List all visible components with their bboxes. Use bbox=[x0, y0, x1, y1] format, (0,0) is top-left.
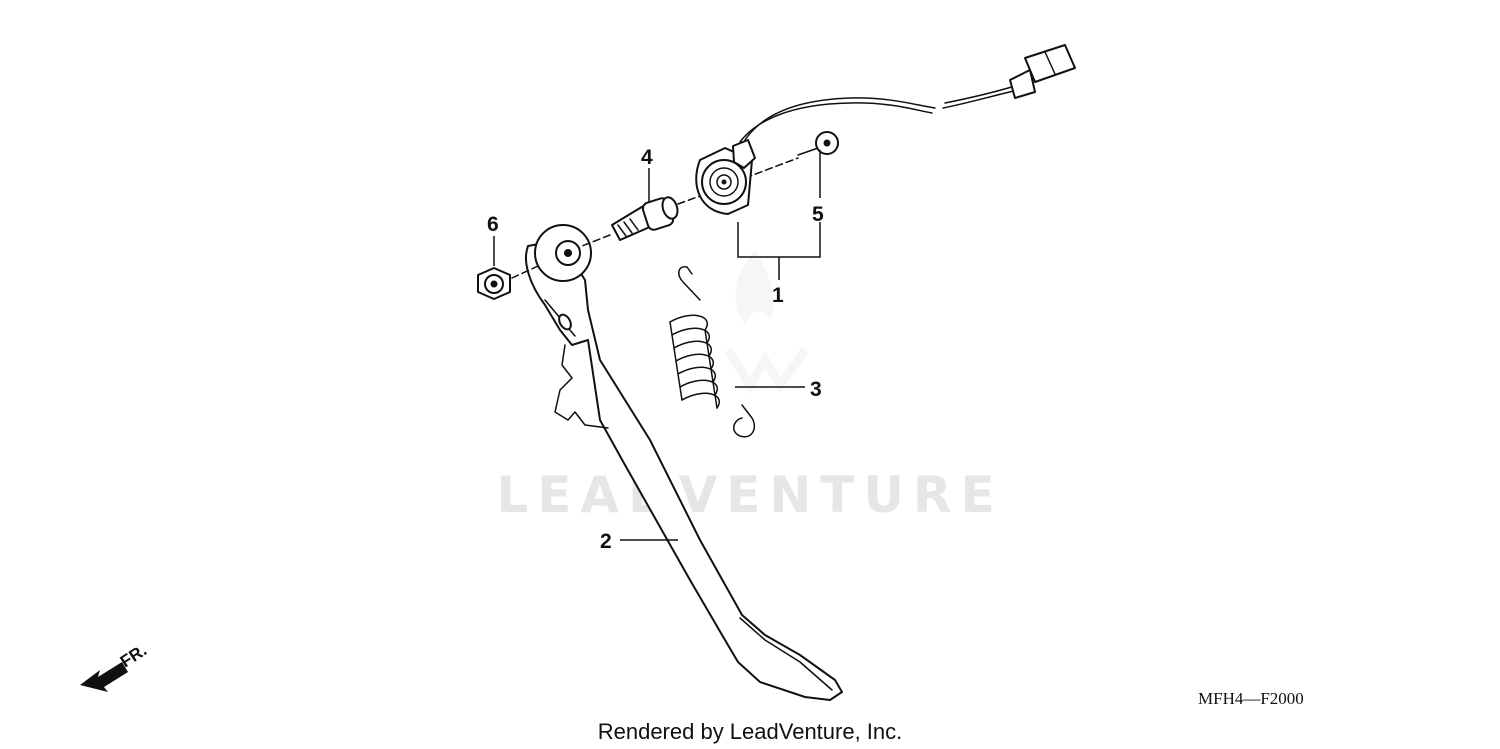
assembly-line-screw bbox=[744, 157, 799, 179]
nut[interactable] bbox=[477, 267, 511, 300]
watermark-text: LEADVENTURE bbox=[496, 466, 1003, 524]
pivot-bolt[interactable] bbox=[611, 195, 680, 241]
callout-5: 5 bbox=[812, 203, 824, 226]
watermark-logo bbox=[724, 250, 809, 394]
callout-6: 6 bbox=[487, 213, 499, 236]
assembly-line-nut bbox=[511, 265, 539, 279]
switch-wire bbox=[739, 85, 1016, 143]
front-arrow-icon: FR. bbox=[80, 641, 150, 692]
callout-1: 1 bbox=[772, 284, 784, 307]
switch-screw[interactable] bbox=[797, 131, 839, 156]
leader-1 bbox=[737, 222, 821, 280]
diagram-code: MFH4—F2000 bbox=[1198, 689, 1304, 708]
side-stand-switch[interactable] bbox=[695, 139, 756, 215]
callout-3: 3 bbox=[810, 378, 822, 401]
callout-4: 4 bbox=[641, 146, 653, 169]
callout-2: 2 bbox=[600, 530, 612, 553]
credit-text: Rendered by LeadVenture, Inc. bbox=[598, 719, 903, 744]
return-spring[interactable] bbox=[669, 266, 756, 438]
assembly-line-bolt bbox=[581, 234, 611, 247]
assembly-line-switch bbox=[677, 195, 701, 205]
side-stand[interactable] bbox=[524, 224, 843, 701]
wire-connector bbox=[1009, 44, 1076, 99]
